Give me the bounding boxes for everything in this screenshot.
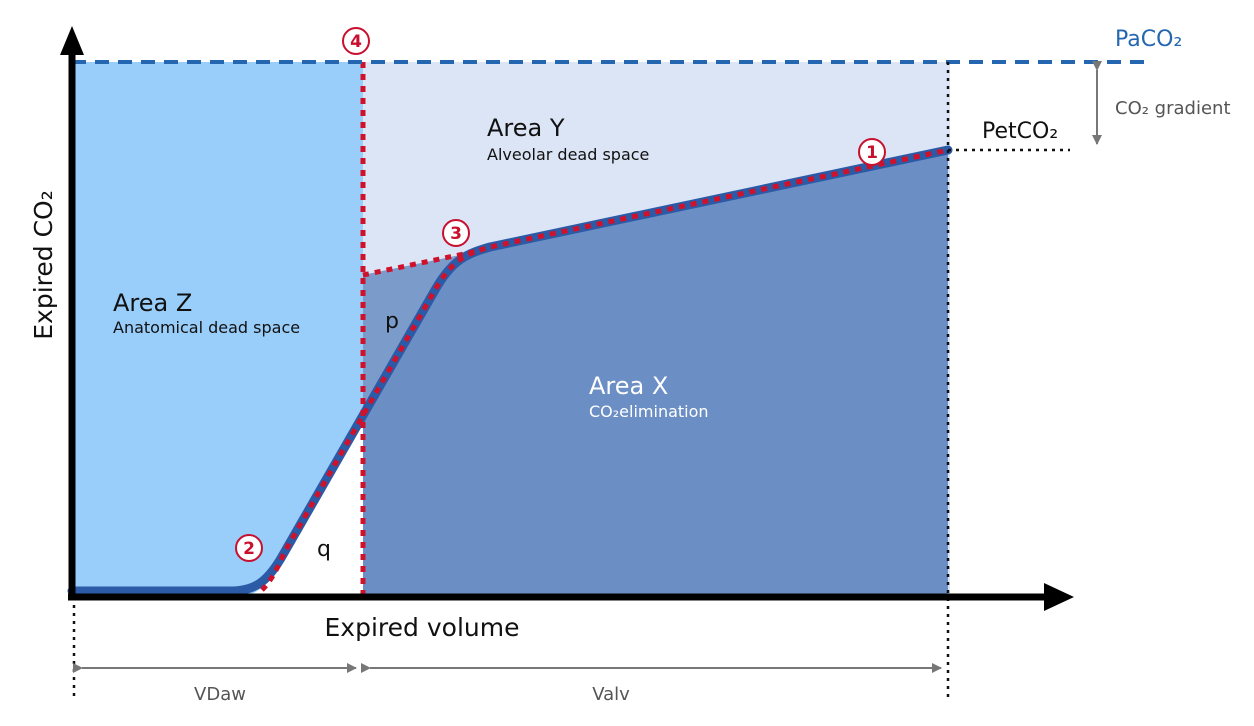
marker-1-label: 1 <box>866 143 878 163</box>
y-axis-label: Expired CO₂ <box>29 190 58 340</box>
y-axis-arrowhead <box>60 26 84 55</box>
region-p-fill <box>363 255 460 422</box>
capnogram-dotted-overlay <box>260 147 949 592</box>
area-z-subtitle: Anatomical dead space <box>113 318 300 337</box>
region-q-fill <box>240 422 363 597</box>
area-x-title: Area X <box>589 372 668 400</box>
marker-2-label: 2 <box>243 539 255 559</box>
marker-2: 2 <box>235 534 263 562</box>
marker-3-label: 3 <box>450 224 462 244</box>
area-x-fill <box>363 150 948 597</box>
valv-label: Valv <box>592 684 630 705</box>
petco2-label: PetCO₂ <box>982 119 1058 144</box>
co2-gradient-label: CO₂ gradient <box>1115 98 1231 119</box>
area-z-title: Area Z <box>113 289 192 317</box>
phase-three-extension <box>362 248 479 278</box>
x-axis-arrowhead <box>1044 583 1074 611</box>
area-y-subtitle: Alveolar dead space <box>487 145 649 164</box>
region-p-label: p <box>385 309 399 334</box>
area-x-subtitle: CO₂elimination <box>589 402 709 421</box>
vdaw-label: VDaw <box>194 684 246 705</box>
paco2-label: PaCO₂ <box>1115 27 1182 52</box>
x-axis-label: Expired volume <box>325 613 520 642</box>
region-q-label: q <box>317 537 331 562</box>
marker-4-label: 4 <box>350 32 362 52</box>
marker-4: 4 <box>342 27 370 55</box>
marker-3: 3 <box>442 219 470 247</box>
area-y-title: Area Y <box>487 114 565 142</box>
marker-1: 1 <box>858 138 886 166</box>
